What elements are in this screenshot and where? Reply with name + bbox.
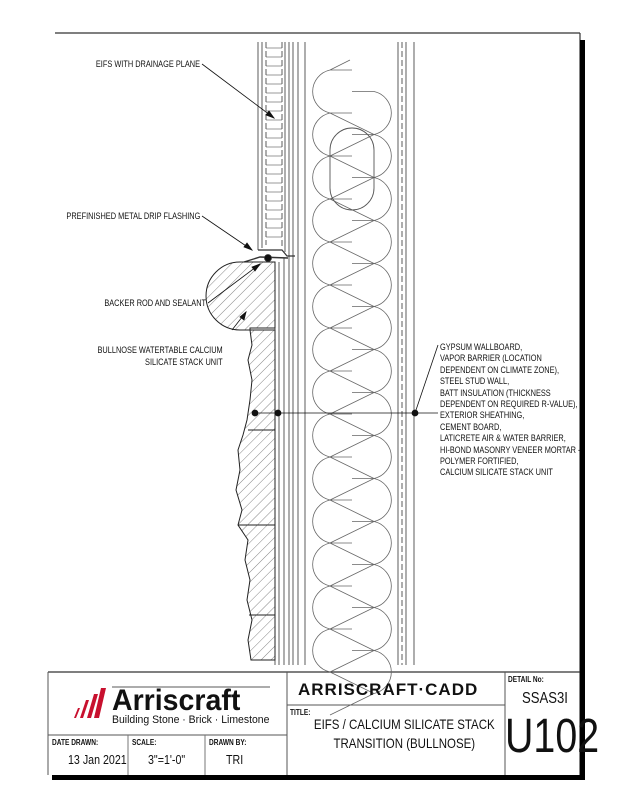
label-eifs: EIFS WITH DRAINAGE PLANE [95, 59, 200, 69]
label-drip-flashing: PREFINISHED METAL DRIP FLASHING [66, 211, 200, 221]
title-label: TITLE: [290, 708, 311, 717]
wall-assembly-line: EXTERIOR SHEATHING, [440, 410, 525, 421]
title-line-2: TRANSITION (BULLNOSE) [333, 735, 476, 751]
wall-assembly-line: BATT INSULATION (THICKNESS [440, 387, 551, 398]
batt-loops [312, 59, 392, 716]
scale-label: SCALE: [132, 738, 157, 747]
label-bullnose-2: SILICATE STACK UNIT [145, 357, 223, 367]
title-line-1: EIFS / CALCIUM SILICATE STACK [313, 716, 495, 732]
wall-assembly-line: STEEL STUD WALL, [440, 376, 510, 387]
stud-punchout [329, 127, 375, 211]
detail-number: U102 [505, 710, 600, 763]
detail-label: DETAIL No: [508, 675, 544, 684]
annotation-leaders [201, 63, 439, 417]
wall-assembly-line: HI-BOND MASONRY VENEER MORTAR - [440, 444, 581, 455]
cadd-heading: ARRISCRAFT·CADD [298, 680, 479, 699]
wall-assembly-line: VAPOR BARRIER (LOCATION [440, 353, 542, 364]
eifs-mesh [266, 47, 282, 238]
scale-value: 3"=1'-0" [148, 752, 186, 767]
calcium-silicate-units [205, 261, 276, 661]
label-backer-rod: BACKER ROD AND SEALANT [104, 298, 206, 308]
sheet-border [47, 32, 585, 780]
wall-assembly-line: LATICRETE AIR & WATER BARRIER, [440, 433, 566, 444]
wall-assembly-note: GYPSUM WALLBOARD,VAPOR BARRIER (LOCATION… [440, 342, 581, 479]
wall-assembly-line: DEPENDENT ON CLIMATE ZONE), [440, 364, 560, 375]
date-label: DATE DRAWN: [52, 738, 99, 747]
drawn-by-value: TRI [226, 752, 244, 767]
arriscraft-logo-mark [74, 688, 106, 718]
logo-tagline: Building Stone · Brick · Limestone [112, 714, 270, 726]
wall-assembly-line: GYPSUM WALLBOARD, [440, 342, 523, 352]
wall-assembly-line: CALCIUM SILICATE STACK UNIT [440, 467, 553, 478]
date-value: 13 Jan 2021 [68, 752, 127, 767]
wall-section [243, 42, 415, 665]
detail-code: SSAS3I [522, 690, 568, 707]
label-bullnose-1: BULLNOSE WATERTABLE CALCIUM [97, 345, 223, 355]
wall-assembly-line: POLYMER FORTIFIED, [440, 456, 519, 467]
wall-assembly-line: CEMENT BOARD, [440, 421, 502, 432]
logo-name: Arriscraft [112, 684, 241, 717]
drawn-by-label: DRAWN BY: [209, 738, 247, 747]
wall-assembly-line: DEPENDENT ON REQUIRED R-VALUE), [440, 399, 578, 410]
batt-insulation [312, 59, 392, 716]
